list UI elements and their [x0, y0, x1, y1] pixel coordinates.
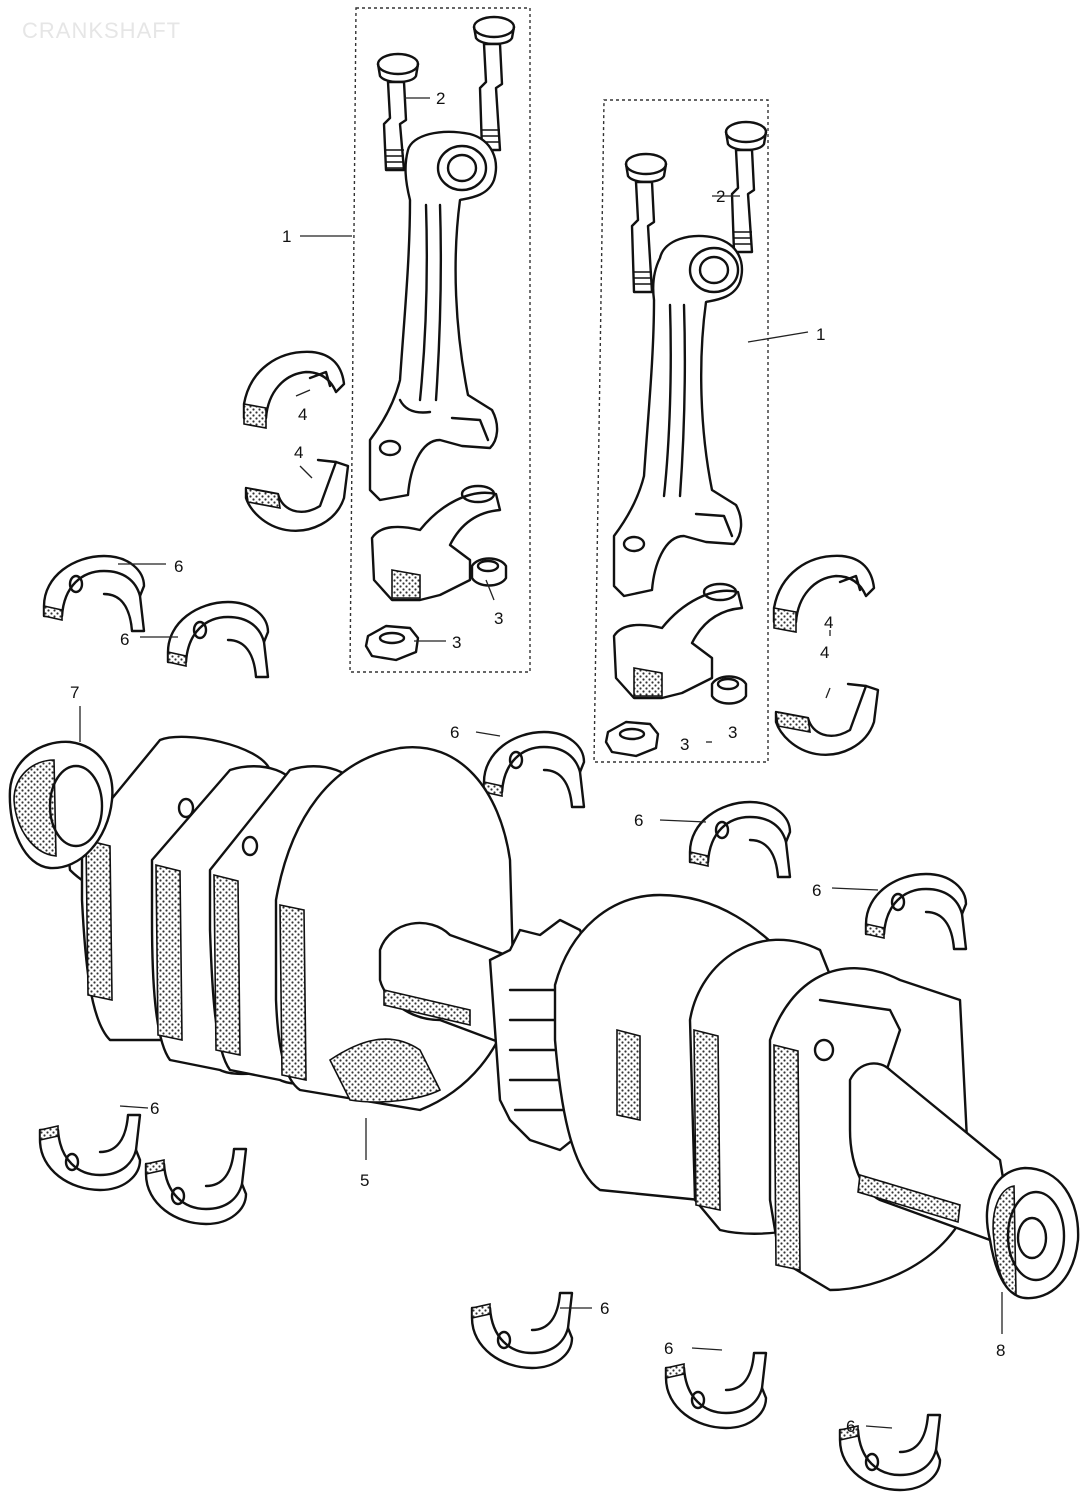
- main-bearing-5: [864, 872, 968, 951]
- rod-nut-left: [364, 624, 420, 662]
- group-outline-right: [593, 99, 769, 763]
- main-bearing-6: [38, 1113, 142, 1192]
- callout-4-upper-left: 4: [298, 405, 307, 424]
- rod-bolt-left-1: [376, 52, 420, 172]
- callout-6-c: 6: [450, 723, 459, 742]
- callout-6-i: 6: [846, 1417, 855, 1436]
- main-bearing-3: [482, 730, 586, 809]
- leader-lines: [79, 97, 1003, 1429]
- callout-6-e: 6: [812, 881, 821, 900]
- group-outline-left: [349, 7, 531, 673]
- rod-cap-left: [370, 484, 508, 602]
- callout-3-cap-right: 3: [728, 723, 737, 742]
- main-bearing-7: [144, 1147, 248, 1226]
- oil-seal-left: [8, 740, 114, 870]
- rod-nut-right: [604, 720, 660, 758]
- rod-cap-right: [612, 582, 748, 705]
- callout-6-a: 6: [174, 557, 183, 576]
- crankshaft: [60, 735, 1012, 1292]
- callout-6-f: 6: [150, 1099, 159, 1118]
- callout-4-lower-left: 4: [294, 443, 303, 462]
- main-bearing-8: [470, 1291, 574, 1370]
- callout-7-seal-left: 7: [70, 683, 79, 702]
- oil-seal-right: [985, 1166, 1080, 1300]
- callout-8-seal-right: 8: [996, 1341, 1005, 1360]
- callout-1-left: 1: [282, 227, 291, 246]
- connecting-rod-assembly-right: [593, 99, 880, 763]
- callout-5-crankshaft: 5: [360, 1171, 369, 1190]
- rod-bolt-left-2: [472, 15, 516, 152]
- callout-6-d: 6: [634, 811, 643, 830]
- diagram-title: CRANKSHAFT: [22, 18, 181, 43]
- main-bearing-4: [688, 800, 792, 879]
- rod-bearing-upper-left-a: [242, 350, 346, 429]
- rod-bearing-upper-left-b: [244, 458, 350, 532]
- callout-4-upper-right: 4: [824, 613, 833, 632]
- callout-numbers: 1 1 2 2 3 3 3 3 4 4 4 4 5 6 6 6 6 6 6 6 …: [70, 89, 1005, 1436]
- callout-2-left: 2: [436, 89, 445, 108]
- rod-bearing-right-a: [772, 554, 876, 633]
- callout-3-cap-left: 3: [494, 609, 503, 628]
- callout-6-h: 6: [664, 1339, 673, 1358]
- main-bearing-2: [166, 600, 270, 679]
- rod-bearing-right-b: [774, 682, 880, 756]
- callout-6-b: 6: [120, 630, 129, 649]
- callout-3-nut-right: 3: [680, 735, 689, 754]
- rod-bolt-right-1: [624, 152, 668, 294]
- connecting-rod-left: [368, 130, 499, 502]
- main-bearing-1: [42, 554, 146, 633]
- callout-4-lower-right: 4: [820, 643, 829, 662]
- main-bearing-9: [664, 1351, 768, 1430]
- rod-bolt-right-2: [724, 120, 768, 254]
- callout-6-g: 6: [600, 1299, 609, 1318]
- connecting-rod-right: [612, 234, 744, 598]
- callout-3-nut-left: 3: [452, 633, 461, 652]
- callout-1-right: 1: [816, 325, 825, 344]
- connecting-rod-assembly-left: [242, 7, 531, 673]
- callout-2-right: 2: [716, 187, 725, 206]
